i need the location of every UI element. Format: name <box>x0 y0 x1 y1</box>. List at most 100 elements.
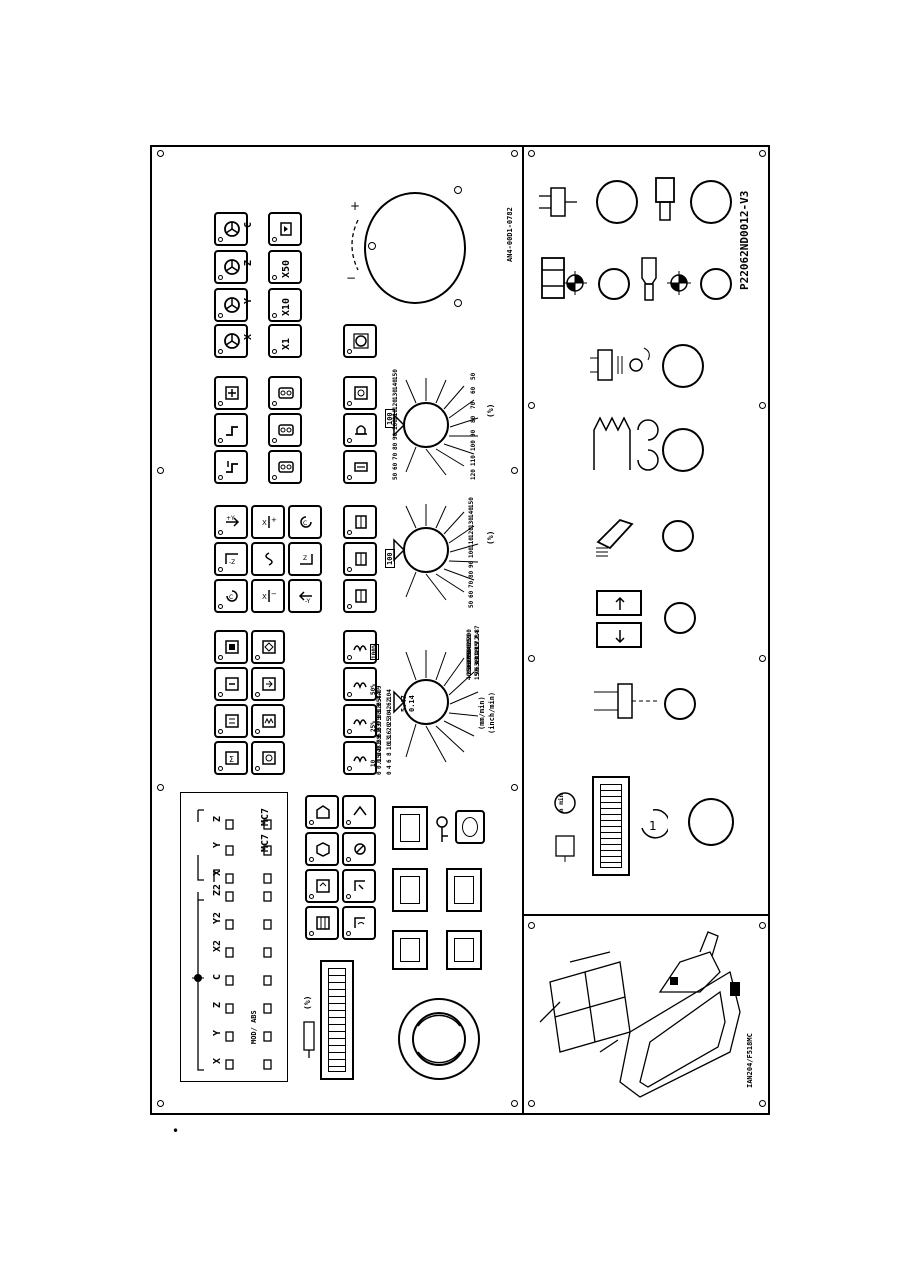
axis-select-y-key[interactable]: Y <box>214 288 254 322</box>
mounting-hole <box>157 467 164 474</box>
rapid-scale-tick: 140 <box>468 507 475 518</box>
tool-clamp-button[interactable] <box>690 180 732 224</box>
multiplier-x50-key[interactable]: X50 <box>268 250 302 284</box>
teach-mode-key[interactable] <box>251 667 285 701</box>
reference-icon <box>226 461 238 473</box>
incremental-jog-key[interactable] <box>214 413 248 447</box>
rapid-scale-tick: 50 <box>468 600 475 608</box>
home-return-key[interactable] <box>305 795 339 829</box>
jog-plus-z-key[interactable]: Z <box>288 542 322 576</box>
magazine-key[interactable] <box>305 906 339 940</box>
home-icon <box>316 805 330 819</box>
air-gun-button[interactable] <box>662 520 694 552</box>
edit-mode-key[interactable] <box>214 630 248 664</box>
jog-plus-x-key[interactable]: X+ <box>251 505 285 539</box>
spindle-scale-tick: 90 <box>392 432 399 440</box>
program-restart-key[interactable] <box>268 413 302 447</box>
dnc-mode-key[interactable] <box>268 450 302 484</box>
feed-scale-tick-inch: 7.87 <box>474 625 481 640</box>
jog-minus-c-key[interactable]: C <box>288 505 322 539</box>
block-delete-key[interactable] <box>343 413 377 447</box>
jog-minus-z-key[interactable]: -Z <box>214 542 248 576</box>
power-button[interactable] <box>446 930 482 970</box>
quill-button[interactable] <box>664 602 696 634</box>
feed-override-unit: (inch/min) <box>488 691 496 734</box>
single-step-button[interactable] <box>446 868 482 912</box>
feed-mode-4-key[interactable]: 100% <box>343 630 379 664</box>
air-blow-key[interactable] <box>342 906 376 940</box>
home-mode-key[interactable] <box>251 630 285 664</box>
coolant-through-spindle-button[interactable] <box>662 344 704 388</box>
chuck-clamp-button[interactable] <box>598 268 630 300</box>
spindle-tool-icon <box>655 177 675 221</box>
feed-mode-2-key[interactable]: 25% <box>343 704 377 738</box>
chip-conveyor-key[interactable] <box>342 795 376 829</box>
emergency-stop-cap[interactable] <box>412 1012 466 1066</box>
mounting-hole <box>759 150 766 157</box>
axis-label: C <box>243 221 254 228</box>
mdi-mode-key[interactable] <box>214 704 248 738</box>
jog-mode-key[interactable] <box>214 376 248 410</box>
jog-plus-y-key[interactable]: +Y <box>214 505 248 539</box>
mpg-mode-key[interactable] <box>268 212 302 246</box>
program-check-key[interactable] <box>268 376 302 410</box>
mounting-hole <box>157 1100 164 1107</box>
cycle-start-button[interactable] <box>392 806 428 850</box>
feed-mode-1-key[interactable]: 10 <box>343 741 377 775</box>
svg-text:−: − <box>271 590 277 598</box>
jog-plus-c-key[interactable]: C <box>214 579 248 613</box>
spindle-orient-key[interactable] <box>305 869 339 903</box>
multiplier-x1-key[interactable]: X1 <box>268 324 302 358</box>
coolant-key[interactable] <box>342 869 376 903</box>
jog-up-button[interactable] <box>596 590 642 616</box>
mounting-hole <box>759 922 766 929</box>
single-block-key[interactable] <box>343 450 377 484</box>
rapid-scale-tick: 70 <box>468 580 475 588</box>
auto-mode-key[interactable] <box>214 667 248 701</box>
axis-select-z-key[interactable]: Z <box>214 250 254 284</box>
spindle-rotate-button[interactable] <box>662 428 704 472</box>
axis-label: Y <box>243 297 254 304</box>
feed-mode-3-key[interactable]: 50% <box>343 667 377 701</box>
work-light-key[interactable] <box>342 832 376 866</box>
feed-scale-tick-mm: 6 <box>386 758 393 763</box>
screw-icon <box>368 242 376 250</box>
dry-run-key[interactable] <box>251 704 285 738</box>
jog-minus-y-key[interactable]: -Y <box>288 579 322 613</box>
spindle-speed-meter <box>592 776 630 876</box>
feed-scale-tick-mm: 8 <box>386 752 393 757</box>
rapid-override-centre: 100 <box>385 549 395 568</box>
tool-change-key[interactable] <box>343 579 377 613</box>
feed-override-dial[interactable] <box>380 632 500 782</box>
workpiece-key[interactable] <box>305 832 339 866</box>
reference-point-key[interactable] <box>214 450 248 484</box>
tool-unclamp-button[interactable] <box>596 180 638 224</box>
tool-holder-icon <box>539 187 577 217</box>
tool-clamp-key[interactable] <box>343 505 377 539</box>
jog-down-button[interactable] <box>596 622 642 648</box>
feed-icon <box>353 682 367 690</box>
feed-icon <box>353 645 367 653</box>
rapid-traverse-key[interactable] <box>251 542 285 576</box>
multiplier-x10-key[interactable]: X10 <box>268 288 302 322</box>
machine-lock-key[interactable] <box>251 741 285 775</box>
rapid-override-dial[interactable] <box>380 492 500 612</box>
key-icon <box>436 816 448 842</box>
panel-divider-horizontal <box>522 914 770 916</box>
memory-mode-key[interactable]: Σ <box>214 741 248 775</box>
jog-minus-x-key[interactable]: X− <box>251 579 285 613</box>
handwheel-enable-key[interactable] <box>343 324 377 358</box>
axis-select-x-key[interactable]: X <box>214 324 254 358</box>
manual-pulse-generator[interactable] <box>364 192 466 304</box>
optional-stop-key[interactable] <box>343 376 377 410</box>
reset-button[interactable] <box>392 930 428 970</box>
tool-unclamp-key[interactable] <box>343 542 377 576</box>
feed-hold-button[interactable] <box>392 868 428 912</box>
axis-select-c-key[interactable]: C <box>214 212 254 246</box>
handwheel-icon <box>353 333 369 349</box>
bell-icon <box>355 425 367 435</box>
spindle-override-dial[interactable] <box>380 360 500 490</box>
spindle-start-button[interactable] <box>688 798 734 846</box>
tailstock-button[interactable] <box>700 268 732 300</box>
spindle-clamp-button[interactable] <box>664 688 696 720</box>
